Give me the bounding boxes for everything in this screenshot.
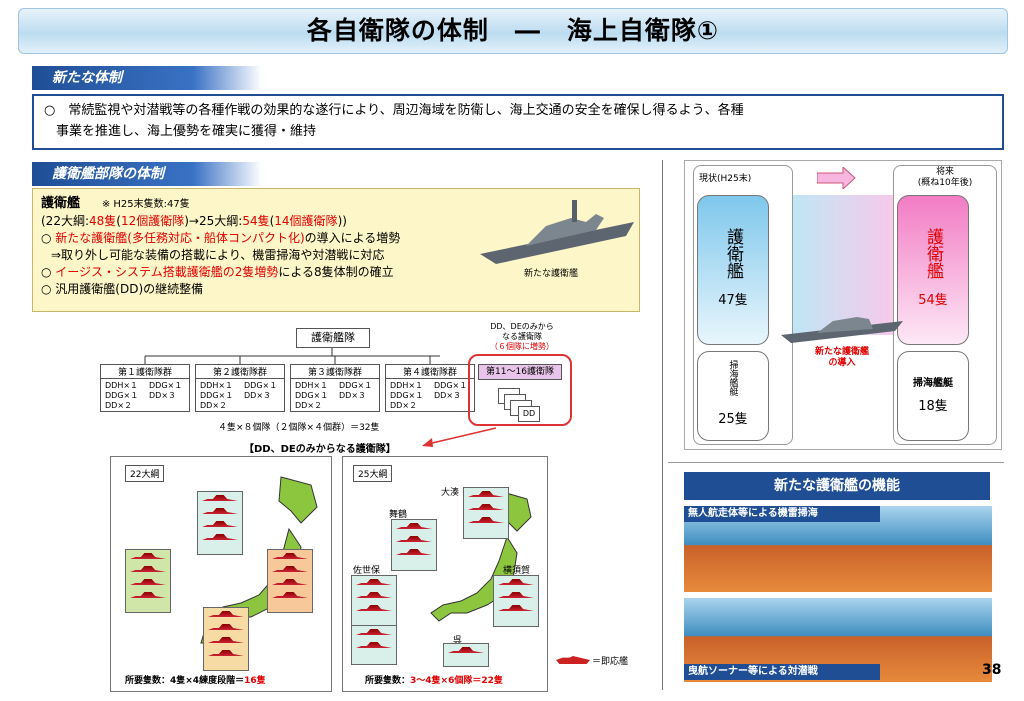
- escort-line-5: ○ 汎用護衛艦(DD)の継続整備: [41, 282, 204, 296]
- ready-ship-icon: [556, 656, 590, 664]
- escort-future: 護衛艦 54隻: [897, 195, 969, 345]
- sweeper-now-count: 25隻: [718, 412, 748, 427]
- page-title: 各自衛隊の体制 ― 海上自衛隊①: [18, 8, 1008, 54]
- place-yokosuka: 横須賀: [503, 566, 531, 576]
- right-arrow-icon: [817, 167, 856, 189]
- new-ship-intro: 新たな護衛艦の導入: [814, 347, 869, 368]
- escort-now: 護衛艦 47隻: [697, 195, 769, 345]
- new-escort-ship-caption: 新たな護衛艦: [524, 269, 579, 279]
- escort-line-2: ○ 新たな護衛艦(多任務対応・船体コンパクト化)の導入による増勢: [41, 231, 401, 245]
- dd-note: DD、DEのみからなる護衛隊（６個隊に増勢）: [490, 322, 554, 351]
- org-formula: ４隻×８個隊（２個隊×４個群）＝32隻: [218, 423, 380, 433]
- future-label: 将来(概ね10年後): [917, 167, 973, 188]
- sweeper-future: 掃海艦艇 18隻: [897, 351, 969, 441]
- new-escort-ship-image: [480, 200, 634, 264]
- squadron-label: 第11～16護衛隊: [478, 364, 562, 380]
- mine-sweeping-label: 無人航走体等による機雷掃海: [684, 506, 880, 522]
- vertical-divider: [662, 160, 663, 690]
- dd-squadron-box: 第11～16護衛隊 DD: [468, 354, 572, 426]
- new-function-header: 新たな護衛艦の機能: [684, 472, 990, 500]
- new-ship-image: [781, 317, 903, 343]
- place-ominato: 大湊: [441, 488, 460, 498]
- place-kure: 呉: [453, 636, 463, 646]
- compare-panel: 現状(H25末) 将来(概ね10年後) 護衛艦 47隻 護衛艦 54隻 掃海艦艇…: [684, 160, 1002, 450]
- dd-de-title: 【DD、DEのみからなる護衛隊】: [244, 444, 396, 455]
- map-22: 22大綱 所要隻数：4隻×4練度段階＝16隻: [110, 456, 332, 692]
- legend-ready-ship: ＝即応艦: [592, 657, 629, 667]
- place-sasebo: 佐世保: [353, 566, 381, 576]
- section-escort-system: 護衛艦部隊の体制: [32, 162, 262, 186]
- org-root: 護衛艦隊: [296, 328, 370, 348]
- red-arrow-icon: [422, 427, 497, 447]
- org-connector: [144, 348, 440, 364]
- map22-label: 22大綱: [125, 465, 165, 482]
- policy-box: ○ 常続監視や対潜戦等の各種作戦の効果的な遂行により、周辺海域を防衛し、海上交通…: [32, 94, 1004, 150]
- section-new-system: 新たな体制: [32, 66, 262, 90]
- escort-heading: 護衛艦: [41, 196, 81, 211]
- mine-sweeping-image: 無人航走体等による機雷掃海: [684, 506, 992, 592]
- sonar-label: 曳航ソーナー等による対潜戦: [684, 664, 880, 680]
- map25-label: 25大綱: [353, 465, 393, 482]
- map22-caption: 所要隻数：4隻×4練度段階＝16隻: [125, 676, 266, 686]
- escort-now-count: 47隻: [718, 293, 748, 308]
- page-number: 38: [982, 662, 1002, 678]
- map-25: 25大綱 大湊 舞鶴 佐世保 横須賀 呉 所要隻数：3～4隻×6個隊＝22隻: [342, 456, 548, 692]
- sonar-image: 曳航ソーナー等による対潜戦: [684, 598, 992, 682]
- dd-label: DD: [518, 406, 540, 422]
- escort-line-4: ○ イージス・システム搭載護衛艦の2隻増勢による8隻体制の確立: [41, 265, 394, 279]
- policy-line-2: 事業を推進し、海上優勢を確実に獲得・維持: [56, 124, 317, 139]
- escort-line-3: ⇒取り外し可能な装備の搭載により、機雷掃海や対潜戦に対応: [51, 248, 385, 262]
- escort-line-1: (22大綱:48隻(12個護衛隊)→25大綱:54隻(14個護衛隊)): [41, 214, 347, 228]
- now-label: 現状(H25末): [699, 174, 752, 184]
- sweeper-now: 掃海艦艇 25隻: [697, 351, 769, 441]
- map25-caption: 所要隻数：3～4隻×6個隊＝22隻: [365, 676, 503, 686]
- escort-future-count: 54隻: [918, 293, 948, 308]
- sweeper-future-count: 18隻: [918, 399, 948, 414]
- escort-note: ※ H25末隻数:47隻: [101, 199, 190, 210]
- horizontal-divider: [668, 462, 1004, 463]
- policy-line-1: ○ 常続監視や対潜戦等の各種作戦の効果的な遂行により、周辺海域を防衛し、海上交通…: [44, 103, 744, 118]
- place-maizuru: 舞鶴: [389, 510, 408, 520]
